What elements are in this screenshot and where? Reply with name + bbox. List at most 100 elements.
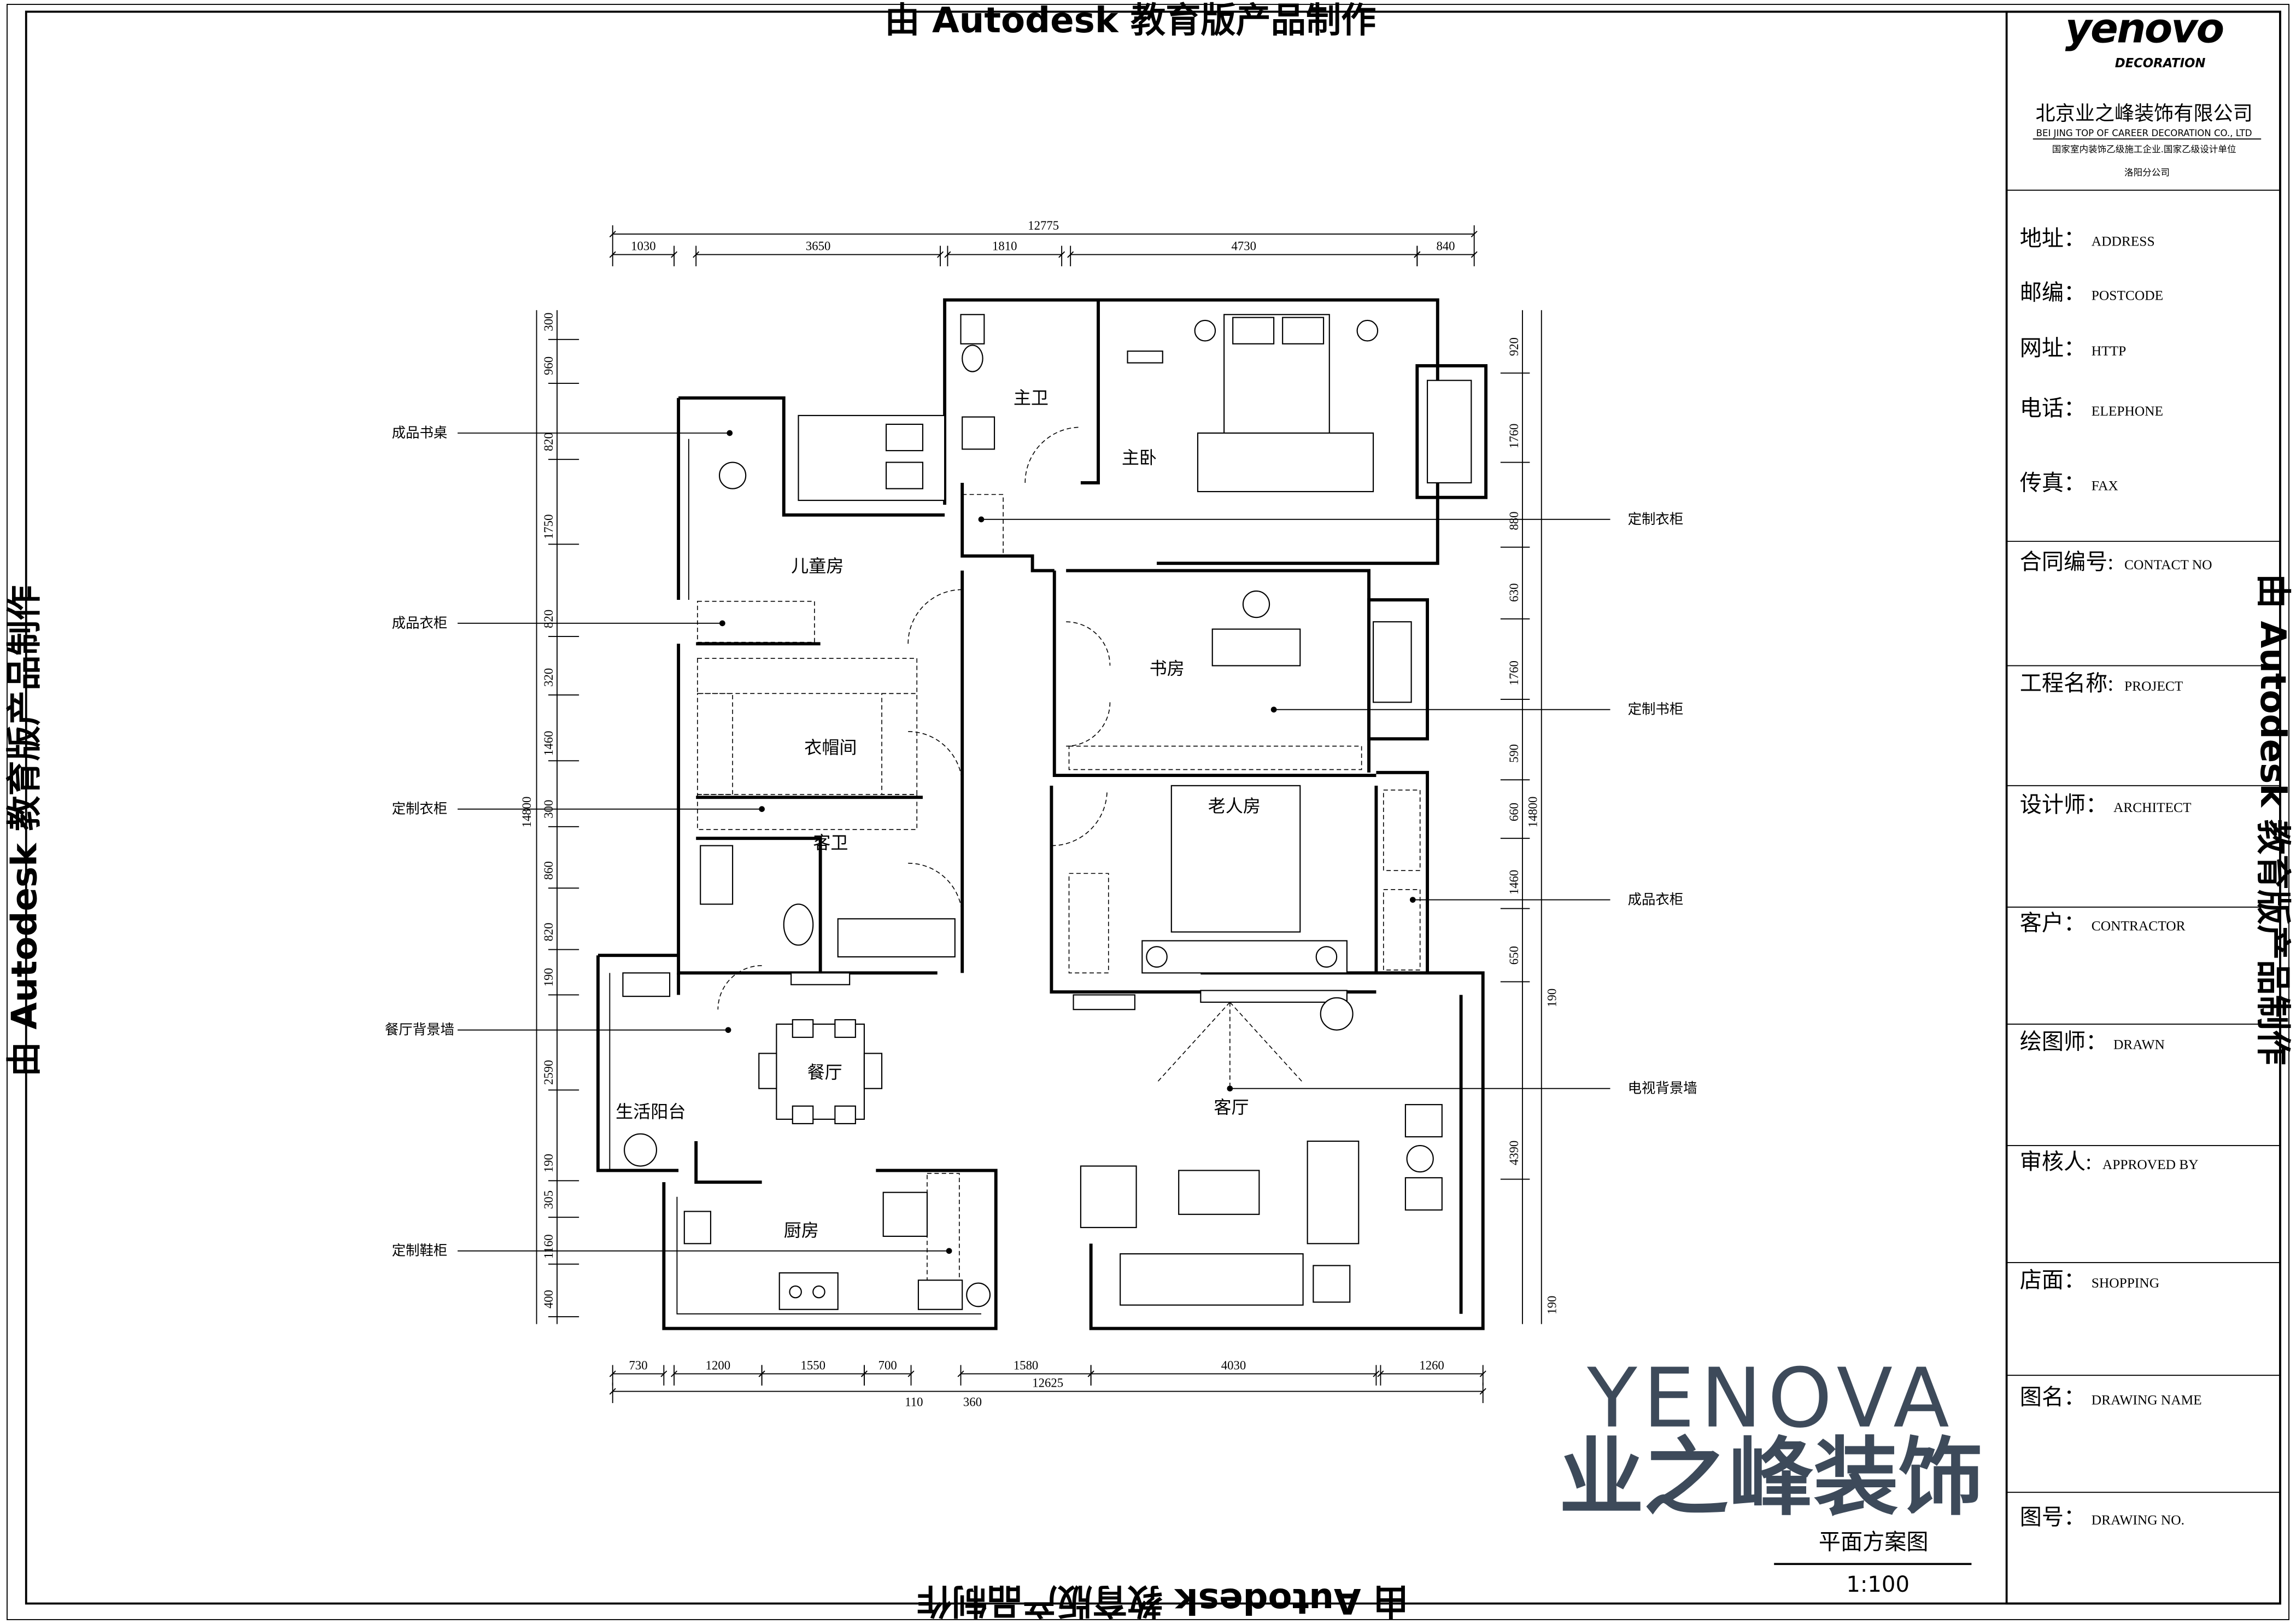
title-field: 绘图师：DRAWN (2020, 1029, 2165, 1054)
dimension-tick (1479, 1388, 1486, 1395)
furniture-part (622, 972, 671, 997)
dimension-label: 1760 (1507, 661, 1521, 685)
room-study: 书房 (1150, 658, 1185, 679)
dimension-label: 960 (542, 357, 555, 375)
furniture-part (881, 693, 918, 795)
walls-part (1376, 770, 1429, 973)
furniture-part (917, 1280, 963, 1310)
title-field-value: PROJECT (2124, 679, 2183, 694)
dimension-tick (671, 251, 678, 258)
yenova-overlay-logo: YENOVA 业之峰装饰 (1559, 1351, 1983, 1527)
room-kitchen: 厨房 (784, 1220, 819, 1241)
title-field-value: CONTACT NO (2124, 557, 2212, 573)
furniture-part (1426, 379, 1472, 484)
room-labels: 主卫 主卧 儿童房 书房 衣帽间 老人房 客卫 餐厅 生活阳台 客厅 厨房 (616, 387, 1261, 1240)
doors-part (1051, 790, 1108, 846)
doors-part (907, 589, 963, 644)
furniture-part (1307, 1140, 1360, 1245)
doors (717, 427, 1111, 1010)
doors-part (908, 862, 963, 918)
dimension-label: 1200 (706, 1358, 730, 1372)
callout-left: 成品衣柜 (392, 615, 725, 631)
drawing-scale: 1:100 (1846, 1572, 1910, 1597)
callout-right: 定制衣柜 (978, 511, 1684, 527)
dimension-tick (609, 251, 616, 258)
dimension-tick (758, 1370, 765, 1377)
callout-label: 定制衣柜 (1628, 511, 1684, 527)
dimension-label: 190 (542, 1154, 555, 1172)
callout-label: 餐厅背景墙 (385, 1021, 454, 1038)
dimension-label: 1160 (542, 1234, 555, 1259)
furniture-part (1356, 319, 1379, 342)
doors-part (717, 965, 762, 1010)
custom-shoe-cabinet (927, 1173, 960, 1291)
dimension-label: 1460 (1507, 870, 1521, 895)
dimension-label: 360 (963, 1395, 982, 1409)
walls-part (960, 482, 1055, 573)
title-field: 设计师：ARCHITECT (2020, 792, 2192, 817)
dimension-label: 110 (905, 1395, 923, 1409)
title-field: 网址：HTTP (2020, 336, 2127, 360)
watermark-top: 由 Autodesk 教育版产品制作 (885, 0, 1376, 41)
coffee-table (1178, 1170, 1260, 1215)
company-name-cn: 北京业之峰装饰有限公司 (2036, 101, 2253, 125)
furniture-part (697, 693, 733, 795)
dimension-tick (944, 251, 951, 258)
study-desk (1211, 628, 1301, 667)
dimension-tick (660, 1370, 667, 1377)
custom-wardrobe-master (962, 494, 1004, 557)
dimension-tick (1471, 251, 1478, 258)
dimension-label: 820 (542, 610, 555, 628)
title-field-label: 客户： (2020, 911, 2086, 936)
title-field: 电话：ELEPHONE (2020, 396, 2163, 420)
dimension-tick (693, 251, 700, 258)
furniture-part (1404, 1104, 1443, 1138)
dimension-tick (957, 1370, 964, 1377)
cloak-bottom (697, 794, 918, 830)
furniture-part (1141, 940, 1348, 974)
dimension-tick (609, 231, 616, 238)
title-field: 图号：DRAWING NO. (2020, 1505, 2184, 1529)
title-field-value: HTTP (2092, 343, 2127, 359)
walls-part (676, 1196, 981, 1315)
leader-dot (1227, 1085, 1233, 1092)
callout-label: 电视背景墙 (1628, 1080, 1697, 1096)
dimension-tick (1087, 1370, 1094, 1377)
dimension-label: 300 (542, 800, 555, 819)
room-kids: 儿童房 (791, 556, 844, 576)
title-field-label: 地址： (2020, 226, 2086, 251)
title-block-part (2005, 10, 2281, 1605)
title-field-label: 审核人: (2020, 1149, 2092, 1174)
dimension-label: 305 (542, 1190, 555, 1209)
title-field-value: ADDRESS (2092, 234, 2155, 249)
elder-bed (1170, 785, 1301, 933)
furniture-part (1313, 1265, 1351, 1303)
dimension-label: 820 (542, 433, 555, 451)
walls-part (1080, 300, 1100, 484)
dimension-label: 14800 (1526, 797, 1540, 828)
title-field-label: 传真： (2020, 470, 2086, 495)
title-field: 传真：FAX (2020, 470, 2118, 495)
room-master-bath: 主卫 (1014, 387, 1049, 408)
leader-dot (727, 430, 733, 436)
room-dining: 餐厅 (807, 1062, 842, 1083)
dimension-label: 730 (629, 1358, 647, 1372)
watermark-bottom: 由 Autodesk 教育版产品制作 (917, 1580, 1408, 1621)
furniture-part (792, 1019, 814, 1038)
furniture-part (1242, 590, 1270, 618)
title-field: 客户：CONTRACTOR (2020, 911, 2186, 936)
furniture-part (1372, 621, 1412, 703)
furniture-part (718, 462, 747, 489)
dimension-tick (1067, 251, 1074, 258)
tv-wall (1200, 990, 1348, 1003)
furniture-part (792, 1105, 814, 1124)
callout-label: 定制书柜 (1628, 701, 1684, 717)
room-elder: 老人房 (1208, 796, 1261, 816)
dimension-tick (1414, 251, 1421, 258)
callout-left: 定制衣柜 (392, 801, 765, 817)
walls-part (596, 955, 679, 1172)
title-field-label: 合同编号: (2020, 550, 2114, 574)
furniture-part (1383, 889, 1421, 971)
room-guest-bath: 客卫 (813, 832, 848, 853)
